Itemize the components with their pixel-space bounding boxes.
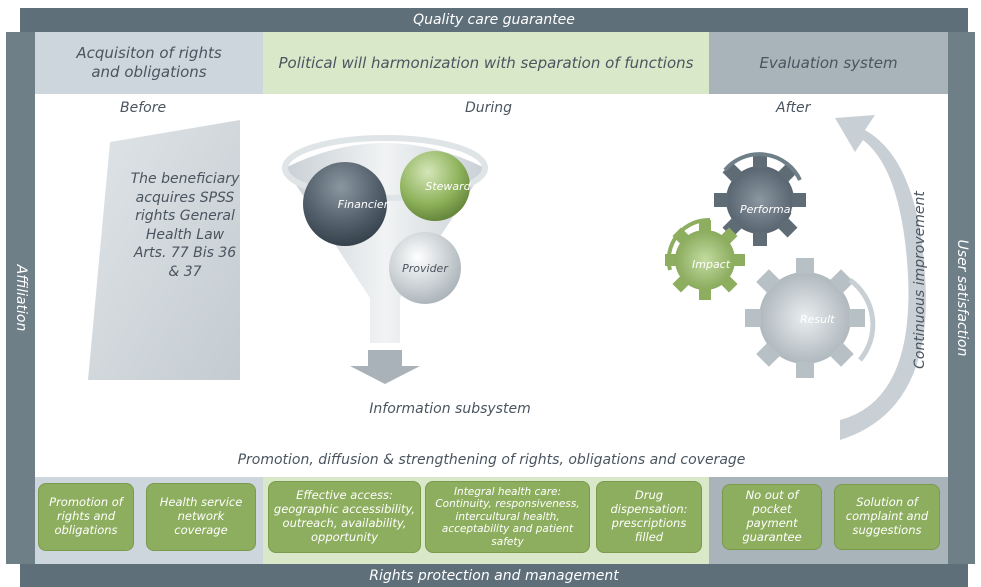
- box-promotion-rights: Promotion of rights and obligations: [38, 483, 134, 551]
- box-no-out-of-pocket-label: No out of pocket payment guarantee: [742, 488, 802, 544]
- phase-before: Before: [120, 100, 167, 116]
- box-drug-dispensation: Drug dispensation: prescriptions filled: [596, 481, 702, 553]
- funnel-arrow: [350, 350, 420, 384]
- box-integral-health-care-label: Integral health care: Continuity, respon…: [435, 485, 580, 548]
- header-rights-acquisition: Acquisiton of rights and obligations: [35, 32, 263, 94]
- right-side-band: User satisfaction: [948, 32, 975, 564]
- right-side-label: User satisfaction: [953, 239, 970, 357]
- header-evaluation-system: Evaluation system: [709, 32, 948, 94]
- box-complaint-solution: Solution of complaint and suggestions: [834, 484, 940, 550]
- continuous-improvement: Continuous improvement: [910, 180, 930, 380]
- before-text: The beneficiary acquires SPSS rights Gen…: [130, 171, 240, 281]
- box-effective-access: Effective access: geographic accessibili…: [268, 481, 421, 553]
- steward-circle: [400, 151, 470, 221]
- bottom-band-label: Rights protection and management: [369, 567, 619, 584]
- box-health-network-label: Health service network coverage: [159, 495, 243, 537]
- continuous-improvement-label: Continuous improvement: [912, 191, 928, 369]
- phase-during: During: [465, 100, 513, 116]
- box-effective-access-label: Effective access: geographic accessibili…: [273, 488, 416, 544]
- performance-label: Performance: [740, 203, 811, 216]
- steward-label: Steward: [425, 180, 471, 193]
- box-complaint-solution-label: Solution of complaint and suggestions: [845, 495, 929, 537]
- box-health-network: Health service network coverage: [146, 483, 256, 551]
- box-no-out-of-pocket: No out of pocket payment guarantee: [722, 484, 822, 550]
- financier-label: Financier: [337, 198, 389, 211]
- continuous-improvement-arrow: [835, 115, 926, 440]
- funnel-diagram: [282, 135, 488, 384]
- left-side-label: Affiliation: [12, 264, 29, 332]
- promotion-label: Promotion, diffusion & strengthening of …: [237, 452, 746, 468]
- provider-label: Provider: [402, 262, 448, 275]
- bottom-band: Rights protection and management: [20, 564, 968, 587]
- information-subsystem-label: Information subsystem: [369, 401, 531, 417]
- header-political-will: Political will harmonization with separa…: [263, 32, 709, 94]
- box-integral-health-care: Integral health care: Continuity, respon…: [425, 481, 590, 553]
- top-band: Quality care guarantee: [20, 8, 968, 32]
- header-right-label: Evaluation system: [759, 53, 898, 72]
- box-promotion-rights-label: Promotion of rights and obligations: [49, 495, 123, 537]
- provider-circle: [389, 232, 461, 304]
- phase-after: After: [776, 100, 811, 116]
- box-drug-dispensation-label: Drug dispensation: prescriptions filled: [610, 488, 688, 544]
- before-parallelogram: [88, 120, 240, 380]
- top-band-label: Quality care guarantee: [413, 12, 575, 28]
- header-middle-label: Political will harmonization with separa…: [278, 53, 694, 72]
- left-side-band: Affiliation: [6, 32, 35, 564]
- impact-label: Impact: [692, 258, 731, 271]
- result-label: Result: [800, 313, 835, 326]
- header-left-label: Acquisiton of rights and obligations: [76, 44, 222, 81]
- financier-circle: [303, 162, 387, 246]
- gears-diagram: [665, 152, 876, 378]
